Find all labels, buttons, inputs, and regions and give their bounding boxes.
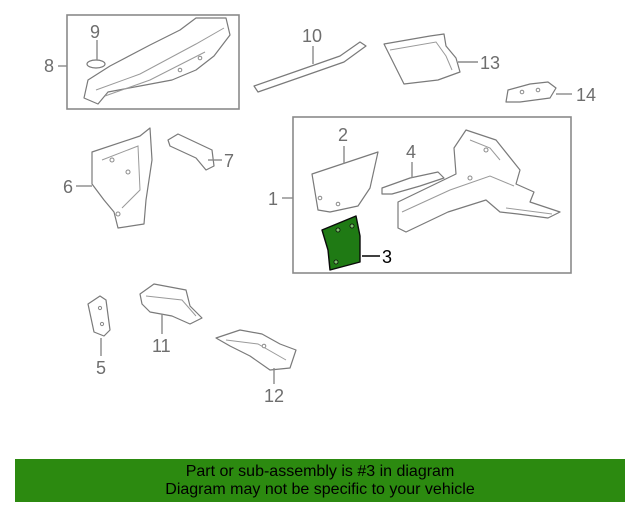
sub-assembly-box-1 [292, 116, 572, 274]
callout-7[interactable]: 7 [224, 151, 234, 171]
part-11-member[interactable] [139, 283, 203, 325]
callout-2[interactable]: 2 [338, 125, 348, 145]
part-7-brace[interactable] [167, 133, 215, 171]
callout-13[interactable]: 13 [480, 53, 500, 73]
part-6-apron[interactable] [91, 127, 153, 229]
callout-6[interactable]: 6 [63, 177, 73, 197]
part-10-seal-strip[interactable] [253, 41, 367, 93]
callout-5[interactable]: 5 [96, 358, 106, 378]
part-9-plug[interactable] [86, 59, 106, 69]
part-12-extension[interactable] [215, 329, 297, 371]
callout-14[interactable]: 14 [576, 85, 596, 105]
banner-line-disclaimer: Diagram may not be specific to your vehi… [165, 480, 475, 498]
part-13-panel[interactable] [383, 33, 461, 85]
part-4-reinforcement[interactable] [381, 171, 445, 195]
callout-10[interactable]: 10 [302, 26, 322, 46]
part-8-rail[interactable] [83, 17, 231, 105]
part-3-bracket-highlighted[interactable] [321, 215, 361, 271]
callout-9[interactable]: 9 [90, 22, 100, 42]
part-2-gusset[interactable] [311, 151, 379, 213]
banner-line-part: Part or sub-assembly is #3 in diagram [185, 462, 455, 480]
disclaimer-banner: Part or sub-assembly is #3 in diagram Di… [15, 459, 625, 502]
callout-12[interactable]: 12 [264, 386, 284, 406]
callout-8[interactable]: 8 [44, 56, 54, 76]
callout-11[interactable]: 11 [152, 336, 171, 356]
part-5-bracket[interactable] [87, 295, 111, 337]
callout-3[interactable]: 3 [382, 247, 392, 267]
part-14-bracket[interactable] [505, 81, 557, 103]
frame-rail-assembly [397, 129, 561, 233]
callout-1[interactable]: 1 [268, 189, 278, 209]
callout-4[interactable]: 4 [406, 142, 416, 162]
parts-diagram: 9 8 10 13 14 6 7 1 2 [44, 14, 596, 406]
sub-assembly-box-8 [66, 14, 240, 110]
